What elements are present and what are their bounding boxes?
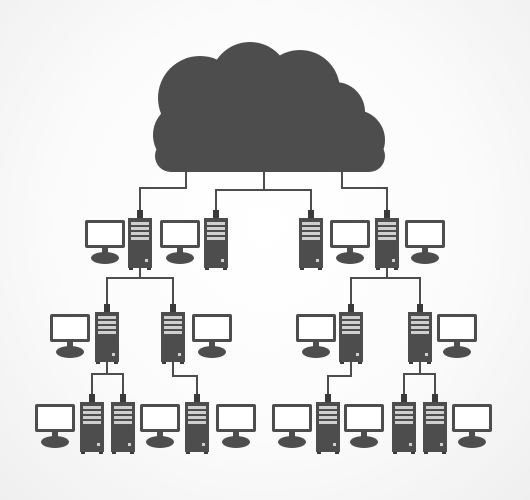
cable-plug [432,394,438,402]
cable-plug [194,394,200,402]
cable-plug [308,210,314,218]
monitor-l1-1 [85,220,125,264]
server-l2-3 [339,312,363,364]
cable-plug [401,394,407,402]
server-l2-1 [95,312,119,364]
cable-plug [137,210,143,218]
monitor-l3-6 [452,404,492,448]
monitor-l3-5 [344,404,384,448]
connection-line [263,170,312,218]
server-l3-4 [316,402,340,454]
monitor-l2-4 [437,314,477,358]
cloud-icon [153,42,385,172]
server-l3-1 [80,402,104,454]
connection-line [106,362,124,402]
server-l2-4 [408,312,432,364]
cable-plug [170,304,176,312]
server-l3-2 [111,402,135,454]
cable-plug [384,210,390,218]
connection-line [327,362,352,402]
server-l1-4 [375,218,399,270]
connection-line [139,268,174,312]
connection-line [341,170,388,218]
monitor-l1-3 [330,220,370,264]
connection-line [106,268,141,312]
connection-line [139,170,187,218]
cable-plug [213,210,219,218]
monitor-l1-4 [405,220,445,264]
cable-plug [348,304,354,312]
cable-plug [120,394,126,402]
cable-plug [325,394,331,402]
server-l2-2 [161,312,185,364]
connection-line [419,362,436,402]
monitor-l3-1 [35,404,75,448]
server-l3-3 [185,402,209,454]
cable-plug [89,394,95,402]
server-l3-6 [423,402,447,454]
monitor-l2-2 [192,314,232,358]
monitor-l2-3 [296,314,336,358]
connection-line [215,170,265,218]
connection-line [350,268,388,312]
monitor-l2-1 [50,314,90,358]
monitor-l3-4 [272,404,312,448]
nodes-layer [35,218,492,454]
server-l1-3 [299,218,323,270]
monitor-l3-2 [140,404,180,448]
cable-plug [104,304,110,312]
connection-line [386,268,421,312]
connection-line [172,362,198,402]
cloud-layer [153,42,385,172]
server-l1-1 [128,218,152,270]
connection-lines [89,170,438,402]
server-l1-2 [204,218,228,270]
monitor-l3-3 [216,404,256,448]
monitor-l1-2 [160,220,200,264]
server-l3-5 [392,402,416,454]
cable-plug [417,304,423,312]
